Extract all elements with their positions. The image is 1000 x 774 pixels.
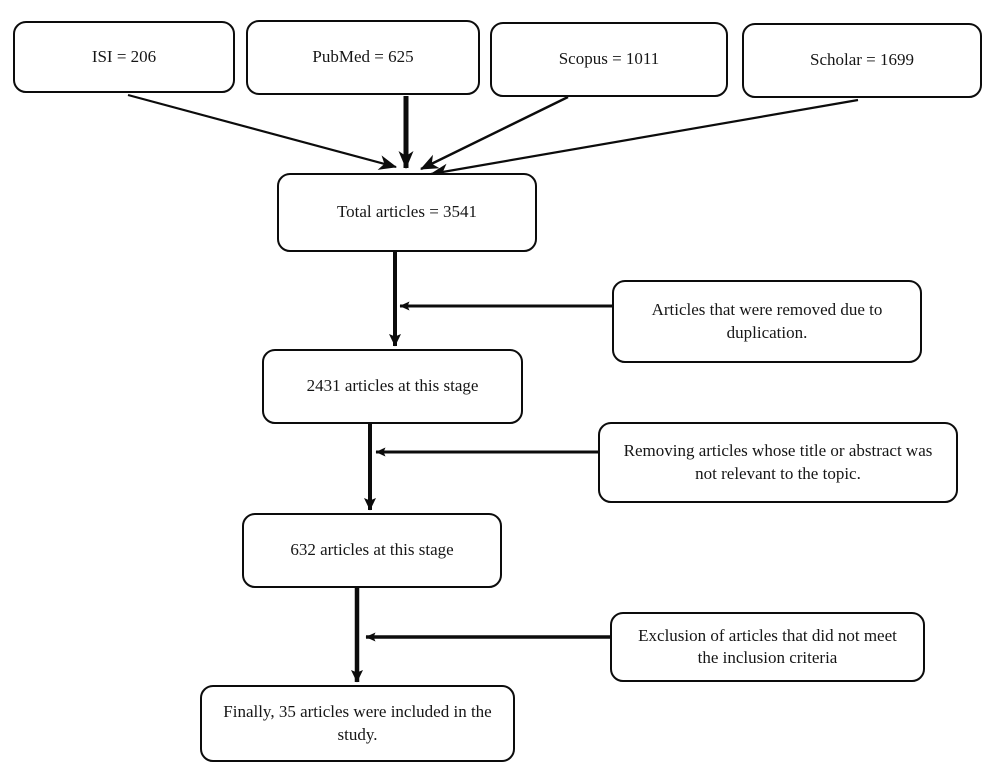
exclusion-box-criteria: Exclusion of articles that did not meet … [610,612,925,682]
exclusion-box-duplication: Articles that were removed due to duplic… [612,280,922,363]
stage-box-2431: 2431 articles at this stage [262,349,523,424]
source-box-pubmed: PubMed = 625 [246,20,480,95]
exclusion-relevance-label: Removing articles whose title or abstrac… [623,441,933,483]
source-box-pubmed-label: PubMed = 625 [312,47,414,67]
stage-box-632: 632 articles at this stage [242,513,502,588]
arrow-scholar-to-total [430,98,859,179]
source-box-isi: ISI = 206 [13,21,235,93]
exclusion-box-relevance: Removing articles whose title or abstrac… [598,422,958,503]
source-box-scopus-label: Scopus = 1011 [558,49,660,69]
exclusion-criteria-label: Exclusion of articles that did not meet … [638,625,897,667]
arrow-isi-to-total [127,93,397,170]
source-box-scopus: Scopus = 1011 [490,22,728,97]
source-box-scholar: Scholar = 1699 [742,23,982,98]
arrow-scopus-to-total [420,95,569,171]
final-inclusion-label: Finally, 35 articles were included in th… [223,702,492,744]
total-articles-box: Total articles = 3541 [277,173,537,252]
total-articles-label: Total articles = 3541 [336,202,478,222]
exclusion-duplication-label: Articles that were removed due to duplic… [651,300,883,342]
source-box-isi-label: ISI = 206 [91,46,157,66]
stage-2431-label: 2431 articles at this stage [306,376,479,396]
final-inclusion-box: Finally, 35 articles were included in th… [200,685,515,762]
source-box-scholar-label: Scholar = 1699 [809,50,915,70]
stage-632-label: 632 articles at this stage [290,540,454,560]
